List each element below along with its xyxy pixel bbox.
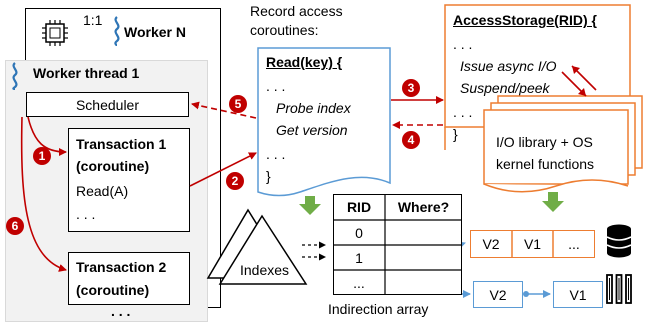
read-fn-get-version: Get version [276,122,348,138]
access-storage-dots-bottom: . . . [453,104,473,120]
storage-chain-cell: V1 [523,236,542,252]
access-storage-dots-top: . . . [453,36,473,52]
step-5-marker: 5 [229,95,247,113]
thread-squiggle-icon [111,16,123,47]
read-fn-close: } [266,168,271,184]
read-fn-dots-bottom: . . . [266,146,286,162]
worker-n-ratio: 1:1 [83,12,103,28]
access-storage-issue-io: Issue async I/O [460,58,557,74]
worker-n-label: Worker N [124,24,186,40]
read-fn-dots-top: . . . [266,78,286,94]
database-icon [606,224,632,258]
indirection-header-where: Where? [397,199,450,215]
indexes-label: Indexes [240,262,290,278]
memory-ram-icon [604,274,634,304]
step-3-marker: 3 [402,79,420,97]
transaction-1-box [68,128,190,232]
access-storage-suspend: Suspend/peek [460,80,550,96]
read-fn-title: Read(key) { [266,54,343,70]
io-library-line1: I/O library + OS [496,134,593,150]
cpu-chip-icon [40,18,70,48]
transaction-1-title: Transaction 1 [76,136,167,152]
transaction-2-box [68,252,190,305]
memory-chain-cell: V1 [553,281,603,308]
access-storage-title: AccessStorage(RID) { [453,12,597,28]
step-4-marker: 4 [402,131,420,149]
step-6-marker: 6 [6,217,24,235]
indirection-header-rid: RID [346,199,372,215]
step-1-marker: 1 [33,147,51,165]
indirection-row-rid: 1 [355,249,363,266]
transaction-2-title: Transaction 2 [76,259,167,275]
access-storage-close: } [453,126,458,142]
scheduler-box: Scheduler [26,92,189,117]
memory-chain-cell: V2 [473,281,523,308]
indirection-row-rid: ... [353,274,365,291]
indirection-row-rid: 0 [355,224,363,241]
storage-chain-cell: V2 [482,236,500,252]
transaction-1-read: Read(A) [76,183,129,199]
record-access-caption-line2: coroutines: [250,22,319,38]
worker-thread-1-label: Worker thread 1 [33,65,140,81]
scheduler-label: Scheduler [75,96,140,113]
thread-squiggle-icon [9,62,21,91]
storage-chain-cell: ... [568,236,580,252]
transaction-1-ellipsis: . . . [76,206,96,222]
io-library-line2: kernel functions [496,156,595,172]
transaction-2-subtitle: (coroutine) [76,282,150,298]
transaction-1-subtitle: (coroutine) [76,158,150,174]
storage-chain [470,230,595,258]
read-fn-probe-index: Probe index [276,100,351,116]
step-2-marker: 2 [226,172,244,190]
indirection-caption: Indirection array [328,301,429,317]
worker-ellipsis: . . . [111,303,131,319]
record-access-caption-line1: Record access [250,3,343,19]
